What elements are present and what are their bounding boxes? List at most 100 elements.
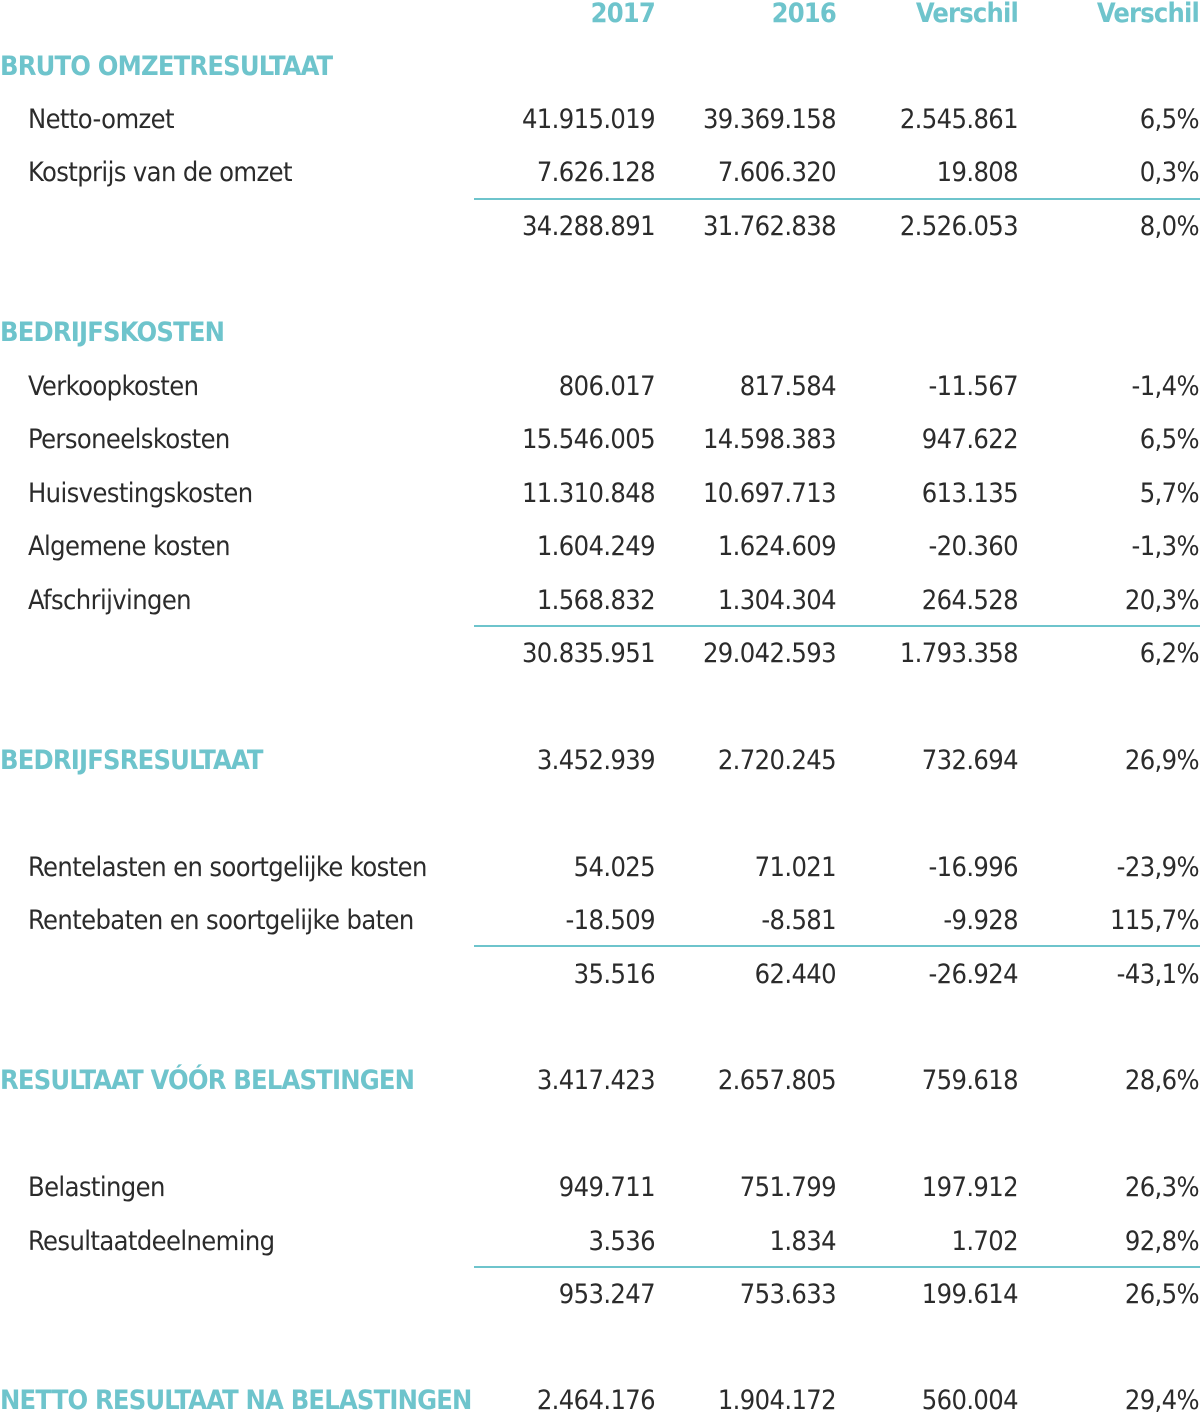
value-difference-percent [1019, 313, 1199, 353]
value-difference: 2.545.861 [899, 104, 1019, 135]
value-difference-percent: 26,3% [1124, 1172, 1200, 1203]
value-difference-percent: -43,1% [1116, 959, 1200, 990]
row-label: Huisvestingskosten [28, 478, 253, 509]
column-header-difference-percent: Verschil [1096, 0, 1200, 29]
value-2017: -18.509 [565, 905, 655, 936]
value-difference: 1.793.358 [899, 638, 1019, 669]
value-2017 [475, 47, 655, 87]
value-2016: 10.697.713 [702, 478, 837, 509]
subtotal-divider [474, 1266, 1200, 1268]
value-2017: 34.288.891 [521, 211, 656, 242]
value-2016: 1.624.609 [717, 531, 837, 562]
line-item-row: Rentelasten en soortgelijke kosten 54.025… [0, 848, 1200, 888]
row-label: Belastingen [28, 1172, 165, 1203]
value-difference-percent: 6,2% [1139, 638, 1200, 669]
line-item-row: Algemene kosten 1.604.249 1.624.609 -20.360… [0, 527, 1200, 567]
section-title: BEDRIJFSKOSTEN [0, 317, 225, 348]
value-difference: 560.004 [921, 1385, 1019, 1416]
value-difference: 197.912 [921, 1172, 1019, 1203]
value-2016: 31.762.838 [702, 211, 837, 242]
value-difference-percent: 20,3% [1124, 585, 1200, 616]
subtotal-row: 30.835.951 29.042.593 1.793.358 6,2% [0, 634, 1200, 674]
value-difference [838, 47, 1018, 87]
column-header-2017: 2017 [590, 0, 656, 29]
subtotal-row: 34.288.891 31.762.838 2.526.053 8,0% [0, 207, 1200, 247]
value-2017: 2.464.176 [536, 1385, 656, 1416]
value-2017: 11.310.848 [521, 478, 656, 509]
value-2016: 71.021 [754, 852, 837, 883]
row-label: Rentelasten en soortgelijke kosten [28, 852, 427, 883]
row-label: Personeelskosten [28, 424, 230, 455]
value-2016: 14.598.383 [702, 424, 837, 455]
value-2016: 62.440 [754, 959, 837, 990]
value-difference: 199.614 [921, 1279, 1019, 1310]
section-heading-row: BRUTO OMZETRESULTAAT [0, 47, 1200, 87]
section-title: BEDRIJFSRESULTAAT [0, 745, 263, 776]
result-row: BEDRIJFSRESULTAAT 3.452.939 2.720.245 732.6… [0, 741, 1200, 781]
value-2016: 2.720.245 [717, 745, 837, 776]
value-difference-percent: 26,5% [1124, 1279, 1200, 1310]
value-2017: 7.626.128 [536, 157, 656, 188]
value-difference: -26.924 [928, 959, 1018, 990]
value-2017: 953.247 [558, 1279, 656, 1310]
line-item-row: Belastingen 949.711 751.799 197.912 26,3% [0, 1168, 1200, 1208]
section-heading-row: BEDRIJFSKOSTEN [0, 313, 1200, 353]
value-2016: -8.581 [761, 905, 836, 936]
value-difference-percent: 28,6% [1124, 1065, 1200, 1096]
value-2017: 1.568.832 [536, 585, 656, 616]
value-difference-percent: 115,7% [1109, 905, 1200, 936]
value-difference: 947.622 [921, 424, 1019, 455]
value-difference: -20.360 [928, 531, 1018, 562]
value-2017: 30.835.951 [521, 638, 656, 669]
subtotal-row: 953.247 753.633 199.614 26,5% [0, 1275, 1200, 1315]
row-label: Algemene kosten [28, 531, 231, 562]
value-difference-percent: 29,4% [1124, 1385, 1200, 1416]
value-2016: 1.904.172 [717, 1385, 837, 1416]
value-2016: 751.799 [739, 1172, 837, 1203]
value-difference-percent: 6,5% [1139, 424, 1200, 455]
value-2017: 3.536 [588, 1226, 655, 1257]
section-title: BRUTO OMZETRESULTAAT [0, 51, 333, 82]
line-item-row: Rentebaten en soortgelijke baten -18.509 -… [0, 901, 1200, 941]
value-2017: 3.452.939 [536, 745, 656, 776]
row-label: Afschrijvingen [28, 585, 192, 616]
value-2017: 15.546.005 [521, 424, 656, 455]
value-2016: 753.633 [739, 1279, 837, 1310]
value-difference: -9.928 [943, 905, 1018, 936]
value-2016: 1.834 [769, 1226, 836, 1257]
value-2016: 29.042.593 [702, 638, 837, 669]
value-2017: 41.915.019 [521, 104, 656, 135]
value-2017: 54.025 [573, 852, 656, 883]
value-2016: 39.369.158 [702, 104, 837, 135]
value-2017: 1.604.249 [536, 531, 656, 562]
value-difference: 1.702 [951, 1226, 1018, 1257]
value-difference-percent: 0,3% [1139, 157, 1200, 188]
value-2016 [656, 313, 836, 353]
row-label: Rentebaten en soortgelijke baten [28, 905, 414, 936]
value-difference: 732.694 [921, 745, 1019, 776]
value-2017: 949.711 [558, 1172, 656, 1203]
row-label: Resultaatdeelneming [28, 1226, 275, 1257]
value-difference-percent: 8,0% [1139, 211, 1200, 242]
column-header-2016: 2016 [771, 0, 837, 29]
value-2016: 7.606.320 [717, 157, 837, 188]
value-difference: 613.135 [921, 478, 1019, 509]
value-difference-percent: -1,4% [1131, 371, 1200, 402]
subtotal-divider [474, 945, 1200, 947]
value-difference: 2.526.053 [899, 211, 1019, 242]
subtotal-divider [474, 625, 1200, 627]
line-item-row: Personeelskosten 15.546.005 14.598.383 947.… [0, 420, 1200, 460]
subtotal-divider [474, 198, 1200, 200]
value-difference-percent [1019, 47, 1199, 87]
value-difference: -11.567 [928, 371, 1018, 402]
value-difference [838, 313, 1018, 353]
value-difference-percent: -23,9% [1116, 852, 1200, 883]
